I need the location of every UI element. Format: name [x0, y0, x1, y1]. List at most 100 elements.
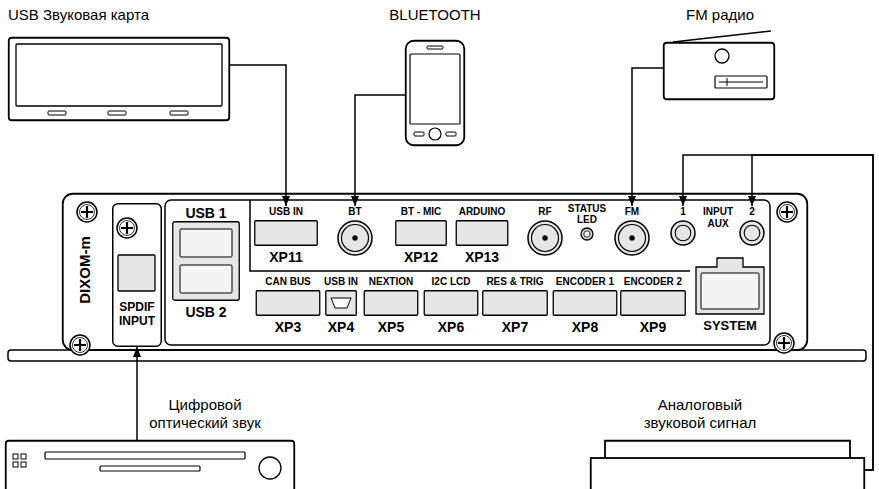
- status-led-shape: [580, 227, 594, 241]
- connector-designator: XP11: [269, 249, 302, 265]
- connector-frame: [165, 200, 770, 345]
- connector-designator: SYSTEM: [703, 318, 756, 334]
- screw-rim: [777, 336, 792, 351]
- audio-jack-ring: [675, 225, 691, 241]
- connector-designator: XP3: [275, 319, 301, 335]
- aux-jack: 1: [670, 206, 696, 246]
- screw-cross: [74, 339, 86, 351]
- coax-socket: [528, 221, 562, 255]
- device-housing: [63, 194, 808, 350]
- usb-sound-card-drawing: [8, 37, 230, 121]
- mini-usb-socket: [326, 291, 357, 316]
- signal-name: ENCODER 1: [556, 276, 614, 288]
- monitor-button: [48, 111, 66, 115]
- xp-socket-shape: [395, 220, 447, 246]
- disc-slot: [45, 452, 245, 459]
- pin-header-socket: [396, 221, 447, 246]
- rf-socket: RF: [527, 206, 563, 256]
- coax-pin: [630, 236, 635, 241]
- screw-rim: [780, 205, 795, 220]
- phone-key: [414, 132, 424, 136]
- connector-designator: USB 2: [185, 304, 226, 320]
- coax-pin: [353, 236, 358, 241]
- device-label: BLUETOOTH: [389, 6, 480, 24]
- pin-header-socket: [553, 291, 617, 316]
- radio-knob: [715, 49, 729, 63]
- frame-divider: [250, 200, 690, 271]
- player-key: [13, 462, 18, 467]
- usb-socket: USB 1 USB 2: [172, 207, 240, 320]
- pin-header-socket: [255, 221, 318, 246]
- usb-sound-card: USB Звуковая карта: [8, 37, 230, 121]
- screw-rim: [120, 221, 135, 236]
- screw-head: [77, 202, 97, 222]
- spdif-frame: [113, 204, 162, 347]
- bt-antenna-socket: BT: [337, 206, 373, 256]
- signal-name: I2C LCD: [432, 276, 471, 288]
- aux-jack-shape: [670, 220, 696, 246]
- system-socket-shape: [695, 257, 765, 315]
- player-knob: [259, 457, 281, 479]
- analog-source: Аналоговый звуковой сигнал: [590, 440, 865, 489]
- connector-designator: XP12: [404, 249, 438, 265]
- xp-socket: USB INXP11: [254, 206, 318, 265]
- screw-head: [774, 333, 794, 353]
- usb-socket-shape: [172, 221, 240, 301]
- signal-name: CAN BUS: [265, 276, 311, 288]
- status-led: [581, 228, 593, 240]
- monitor-screen: [16, 44, 222, 106]
- audio-jack: [740, 221, 764, 245]
- pin-header-socket: [483, 291, 548, 316]
- usb-port: [180, 265, 232, 293]
- optical-player: Цифровой оптический звук: [5, 440, 295, 489]
- xp-socket: ENCODER 2XP9: [620, 276, 686, 335]
- screw-cross: [778, 337, 790, 349]
- device-label: Цифровой оптический звук: [140, 396, 270, 432]
- player-key: [13, 454, 18, 459]
- mini-usb-socket-shape: [325, 290, 357, 316]
- input-group-label: INPUT AUX: [700, 206, 736, 230]
- display-slot: [100, 466, 200, 471]
- aux-jack: 2: [739, 206, 765, 246]
- radio-scale-mark: [719, 78, 763, 86]
- coax-socket: [338, 221, 372, 255]
- xp-socket: CAN BUS XP3: [256, 276, 321, 335]
- xp-socket: RES & TRIGXP7: [482, 276, 548, 335]
- analog-source-drawing: [590, 440, 865, 489]
- mini-usb-socket: USB INXP4: [324, 276, 358, 335]
- signal-name: BT: [348, 206, 361, 218]
- signal-name: NEXTION: [369, 276, 413, 288]
- xp-socket-shape: [482, 290, 548, 316]
- signal-name: 1: [680, 206, 686, 218]
- source-body: [591, 458, 865, 489]
- monitor-body: [9, 38, 230, 121]
- monitor-button: [108, 111, 126, 115]
- radio-scale: [715, 76, 767, 88]
- pin-header-socket: [621, 291, 686, 316]
- coax-ring: [342, 225, 369, 252]
- pin-header-socket: [424, 291, 478, 316]
- screw-rim: [80, 205, 95, 220]
- xp-socket: BT - MICXP12: [395, 206, 447, 265]
- phone-key: [446, 132, 456, 136]
- fm-socket-shape: [614, 220, 650, 256]
- system-socket: SYSTEM: [695, 257, 765, 334]
- xp-socket: ENCODER 1XP8: [553, 276, 618, 335]
- player-key: [21, 462, 26, 467]
- monitor-button: [170, 111, 188, 115]
- bluetooth-phone: BLUETOOTH: [405, 40, 465, 146]
- xp-socket: ARDUINOXP13: [456, 206, 509, 265]
- xp-socket: NEXTIONXP5: [364, 276, 419, 335]
- screw-cross: [781, 206, 793, 218]
- screw-head: [117, 218, 137, 238]
- signal-wire: [355, 95, 405, 206]
- dixom-panel: DIXOM-mSPDIF INPUTUSB 1USB 2USB INXP11BT…: [62, 193, 808, 350]
- signal-name: USB 1: [185, 207, 226, 219]
- xp-socket-shape: [620, 290, 686, 316]
- device-label: SPDIF INPUT: [112, 300, 162, 328]
- spdif-input: SPDIF INPUT: [112, 203, 162, 347]
- signal-name: 2: [749, 206, 755, 218]
- mini-usb-mouth: [331, 298, 351, 308]
